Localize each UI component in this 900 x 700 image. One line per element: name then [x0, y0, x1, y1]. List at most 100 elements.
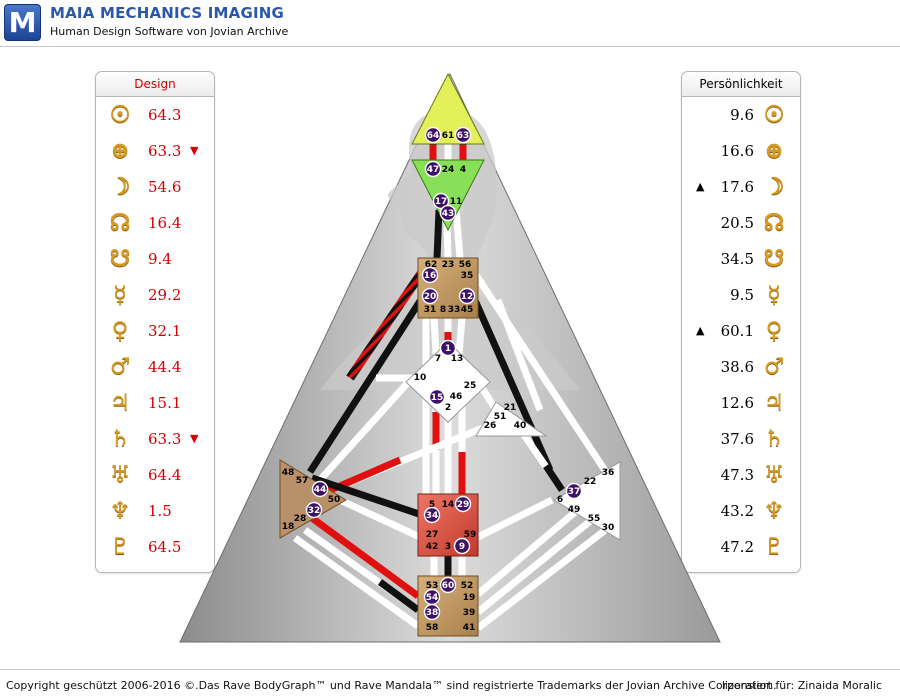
- gate-40: 40: [514, 421, 527, 431]
- spleen-center: [279, 459, 347, 539]
- active-gate-marker: [424, 160, 442, 178]
- channel-32-54: [309, 515, 421, 599]
- personality-value: 9.6: [730, 106, 754, 124]
- gate-15: 15: [431, 393, 444, 403]
- personality-row-pluto: ♇47.2: [682, 529, 800, 565]
- app-header: M MAIA MECHANICS IMAGING Human Design So…: [0, 0, 900, 47]
- channel-50-27: [338, 496, 424, 542]
- pluto-icon: ♇: [109, 533, 131, 560]
- channel-55-39: [475, 515, 597, 615]
- gate-18: 18: [282, 522, 295, 532]
- south-node-icon: ☋: [763, 245, 785, 272]
- design-row-north-node: ☊16.4: [96, 205, 214, 241]
- design-value: 9.4: [148, 250, 172, 268]
- design-row-neptune: ♆1.5: [96, 493, 214, 529]
- gate-27: 27: [426, 530, 439, 540]
- personality-value: 9.5: [730, 286, 754, 304]
- pluto-icon: ♇: [763, 533, 785, 560]
- active-gate-marker: [421, 266, 439, 284]
- active-gate-marker: [439, 339, 457, 357]
- mercury-icon: ☿: [112, 281, 128, 308]
- gate-56: 56: [459, 260, 472, 270]
- design-row-mars: ♂44.4: [96, 349, 214, 385]
- active-gate-marker: [439, 204, 457, 222]
- personality-row-north-node: ☊20.5: [682, 205, 800, 241]
- gate-5: 5: [429, 500, 435, 510]
- gate-46: 46: [450, 392, 463, 402]
- design-value: 63.3: [148, 142, 182, 160]
- copyright-text: Copyright geschützt 2006-2016 ©.Das Rave…: [6, 679, 777, 692]
- head-center: [411, 72, 485, 145]
- personality-value: 37.6: [720, 430, 754, 448]
- design-value: 44.4: [148, 358, 182, 376]
- channel-31-7: [430, 317, 440, 355]
- gate-49: 49: [568, 505, 581, 515]
- gate-31: 31: [424, 305, 437, 315]
- active-gate-marker: [454, 495, 472, 513]
- channel-33-13: [455, 317, 466, 355]
- personality-value: 16.6: [720, 142, 754, 160]
- gate-47: 47: [427, 165, 440, 175]
- gate-4: 4: [460, 165, 466, 175]
- channel-10-57: [317, 375, 415, 483]
- design-row-moon: ☽54.6: [96, 169, 214, 205]
- personality-row-earth: ⊕ 16.6: [682, 133, 800, 169]
- south-node-icon: ☋: [109, 245, 131, 272]
- design-panel: Design ☉64.3⊕63.3▼☽54.6☊16.4☋9.4☿29.2♀32…: [95, 71, 215, 573]
- gate-24: 24: [442, 165, 455, 175]
- gate-28: 28: [294, 514, 307, 524]
- channel-40-37-personality: [543, 464, 565, 492]
- channel-11-56: [452, 209, 464, 259]
- personality-value: 43.2: [720, 502, 754, 520]
- design-row-earth: ⊕63.3▼: [96, 133, 214, 169]
- gate-14: 14: [442, 500, 455, 510]
- gate-19: 19: [463, 593, 476, 603]
- earth-icon: ⊕: [764, 137, 784, 164]
- sun-icon: ☉: [109, 101, 131, 128]
- gate-64: 64: [427, 131, 440, 141]
- active-gate-marker: [453, 537, 471, 555]
- active-gate-marker: [428, 388, 446, 406]
- gate-61: 61: [442, 131, 455, 141]
- personality-row-mercury: ☿ 9.5: [682, 277, 800, 313]
- gate-35: 35: [461, 271, 474, 281]
- channel-30-41: [475, 525, 611, 631]
- design-row-venus: ♀32.1: [96, 313, 214, 349]
- down-arrow-icon: ▼: [190, 144, 199, 157]
- gate-29: 29: [457, 500, 470, 510]
- gate-42: 42: [426, 542, 439, 552]
- neptune-icon: ♆: [763, 497, 785, 524]
- gate-43: 43: [442, 209, 455, 219]
- jupiter-icon: ♃: [763, 389, 785, 416]
- gate-6: 6: [557, 495, 563, 505]
- design-row-saturn: ♄63.3▼: [96, 421, 214, 457]
- design-value: 63.3: [148, 430, 182, 448]
- gate-38: 38: [426, 608, 439, 618]
- design-value: 64.4: [148, 466, 182, 484]
- design-value: 64.3: [148, 106, 182, 124]
- gate-13: 13: [451, 354, 464, 364]
- personality-row-uranus: ♅47.3: [682, 457, 800, 493]
- active-gate-marker: [458, 287, 476, 305]
- gate-25: 25: [464, 381, 477, 391]
- mercury-icon: ☿: [766, 281, 782, 308]
- personality-row-jupiter: ♃12.6: [682, 385, 800, 421]
- gate-7: 7: [435, 354, 441, 364]
- gate-12: 12: [461, 292, 474, 302]
- gate-36: 36: [602, 468, 615, 478]
- gate-20: 20: [424, 292, 437, 302]
- moon-icon: ☽: [109, 173, 131, 200]
- gate-52: 52: [461, 581, 474, 591]
- gate-2: 2: [445, 403, 451, 413]
- personality-panel: Persönlichkeit ☉9.6⊕16.6☽17.6▲☊20.5☋34.5…: [681, 71, 801, 573]
- personality-row-moon: ☽17.6▲: [682, 169, 800, 205]
- personality-row-south-node: ☋34.5: [682, 241, 800, 277]
- channel-16-48: [346, 269, 426, 381]
- personality-row-mars: ♂38.6: [682, 349, 800, 385]
- active-gate-marker: [423, 506, 441, 524]
- footer: Copyright geschützt 2006-2016 ©.Das Rave…: [0, 669, 900, 700]
- personality-panel-title: Persönlichkeit: [682, 72, 800, 97]
- gate-41: 41: [463, 623, 476, 633]
- personality-value: 60.1: [720, 322, 754, 340]
